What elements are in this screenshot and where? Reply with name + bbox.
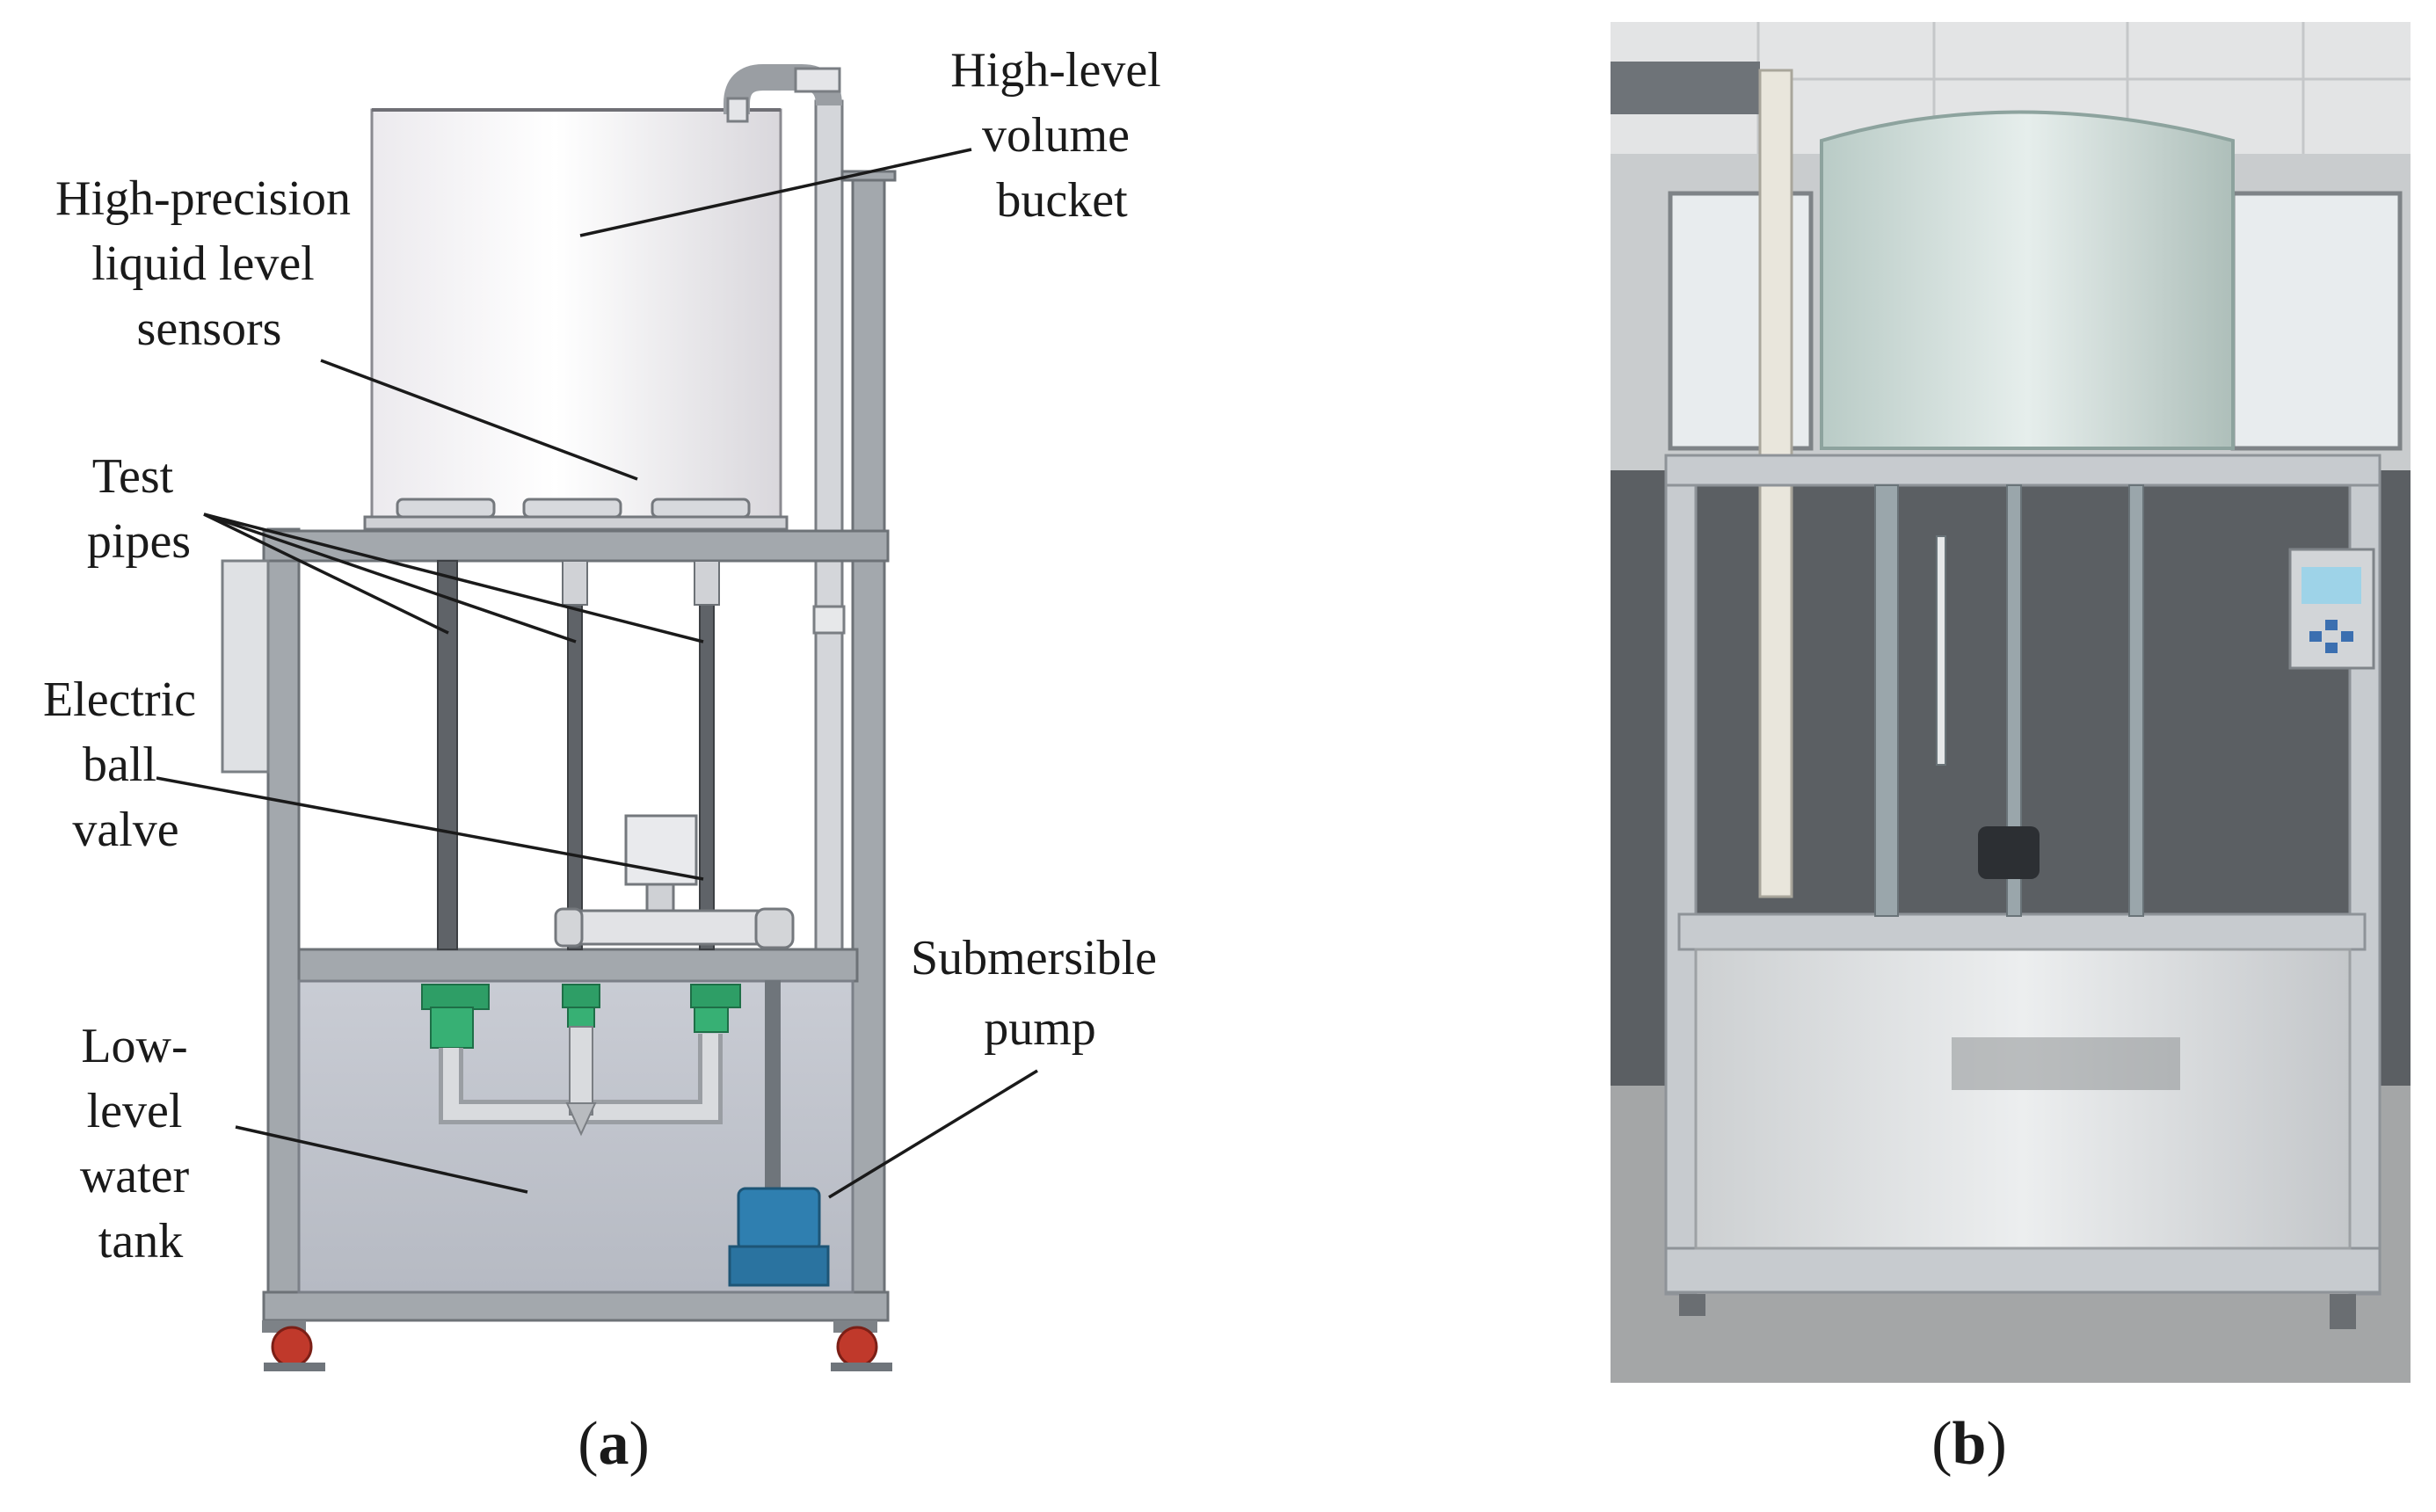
support-frame xyxy=(262,170,897,1322)
photo-lower-tank xyxy=(1694,948,2352,1250)
caption-a: (a) xyxy=(578,1410,650,1478)
label-high-level-volume-bucket: High-level volume bucket xyxy=(950,43,1173,228)
label-submersible-pump: Submersible pump xyxy=(911,931,1169,1056)
level-sensors xyxy=(363,498,789,531)
schematic-panel: High-level volume bucket High-precision … xyxy=(43,43,1173,1478)
electric-ball-valve xyxy=(554,814,795,949)
submersible-pump xyxy=(728,980,830,1287)
label-test-pipes: Test pipes xyxy=(87,449,191,569)
casters xyxy=(262,1320,892,1371)
test-pipes xyxy=(437,560,720,950)
label-low-level-water-tank: Low- level water tank xyxy=(80,1019,201,1268)
caption-b: (b) xyxy=(1931,1410,2007,1478)
leader-lines xyxy=(156,148,1038,1199)
label-electric-ball-valve: Electric ball valve xyxy=(43,672,208,857)
tank-manifold xyxy=(421,984,741,1137)
photo-bucket xyxy=(1820,110,2235,450)
high-level-bucket xyxy=(370,108,782,525)
control-box xyxy=(221,559,270,774)
label-level-sensors: High-precision liquid level sensors xyxy=(55,171,363,356)
photo-panel: (b) xyxy=(1611,22,2411,1478)
